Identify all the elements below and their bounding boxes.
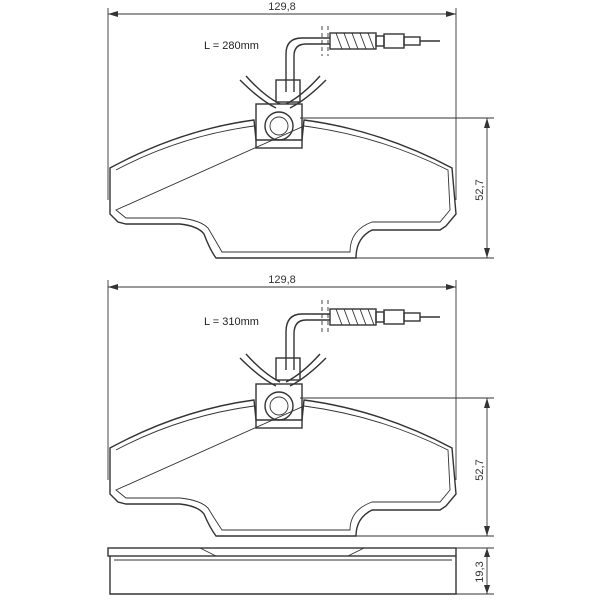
bottom-wear-sensor — [285, 300, 440, 370]
side-pad-profile — [107, 547, 457, 595]
top-height-dimension: 52,7 — [300, 117, 494, 259]
bottom-spring-clip — [239, 353, 327, 429]
bottom-height-dimension: 52,7 — [300, 397, 494, 537]
side-thickness-dimension: 19,3 — [456, 547, 494, 595]
top-width-dimension: 129,8 — [107, 1, 457, 200]
bottom-width-label: 129,8 — [268, 274, 296, 286]
side-thickness-label: 19,3 — [474, 561, 486, 582]
top-pad-outline — [109, 119, 457, 259]
side-view: 19,3 — [107, 547, 494, 595]
top-sensor-length-label: L = 280mm — [204, 40, 259, 52]
bottom-height-label: 52,7 — [474, 459, 486, 480]
top-view: 129,8 52,7 L = 280mm — [107, 1, 494, 259]
top-wear-sensor — [285, 26, 440, 92]
bottom-view: 129,8 52,7 L = 310mm — [107, 274, 494, 537]
top-width-label: 129,8 — [268, 1, 296, 13]
bottom-pad-outline — [109, 399, 457, 537]
bottom-sensor-length-label: L = 310mm — [204, 316, 259, 328]
top-height-label: 52,7 — [474, 179, 486, 200]
top-spring-clip — [239, 75, 327, 149]
bottom-width-dimension: 129,8 — [107, 274, 457, 480]
